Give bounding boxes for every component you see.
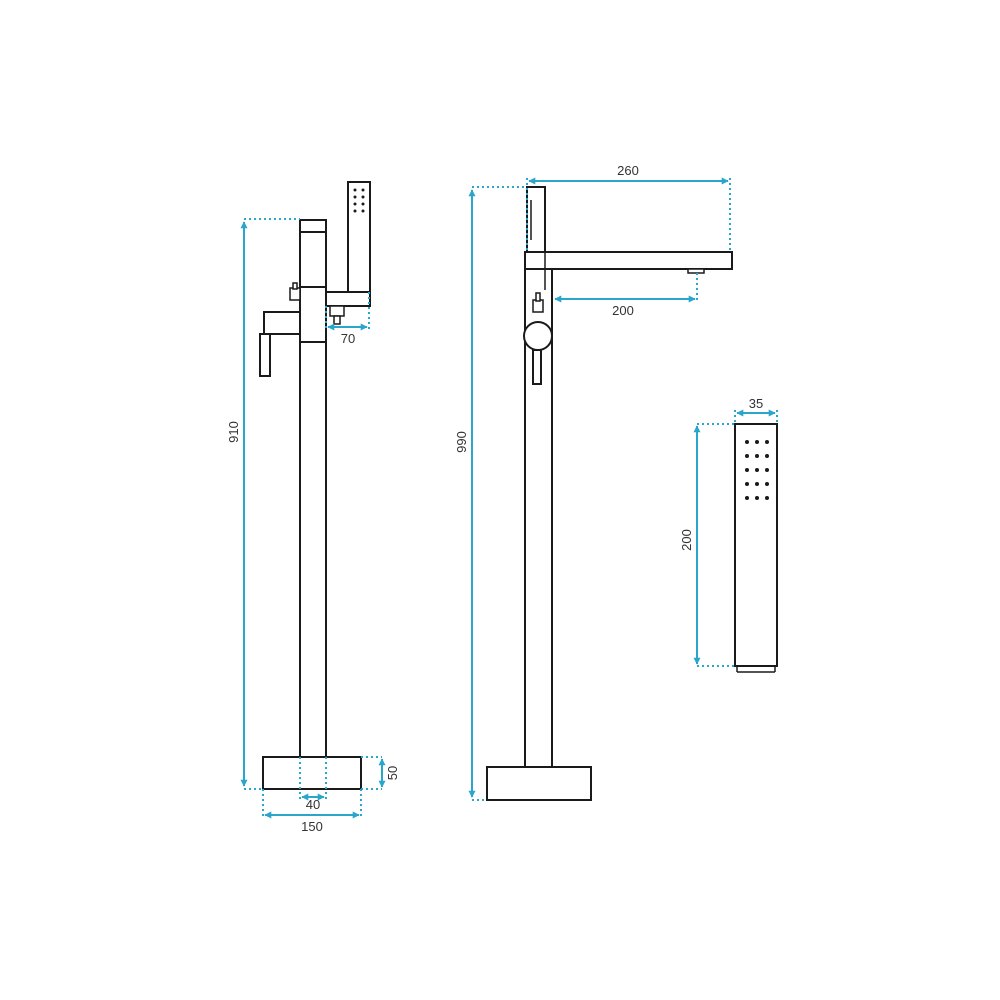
side-lever (263, 311, 301, 335)
side-base (262, 756, 362, 790)
front-mixer (523, 321, 553, 351)
front-upright (526, 186, 546, 253)
front-base (486, 766, 592, 801)
dim-label-70: 70 (341, 331, 355, 346)
side-hand-shower (347, 181, 371, 293)
front-view: 990 260 200 (454, 163, 733, 801)
detail-shower-nozzles (745, 440, 769, 500)
dim-label-40: 40 (306, 797, 320, 812)
side-valve-body (299, 286, 327, 343)
side-bracket (325, 291, 371, 307)
front-outlet (687, 268, 705, 274)
dim-label-150: 150 (301, 819, 323, 834)
side-view: 910 50 40 150 70 (226, 181, 400, 834)
dim-label-260: 260 (617, 163, 639, 178)
dim-label-35: 35 (749, 396, 763, 411)
side-shower-nozzles (353, 188, 365, 213)
front-spout (524, 251, 733, 270)
dim-label-990: 990 (454, 431, 469, 453)
dim-label-50: 50 (385, 766, 400, 780)
dim-label-910: 910 (226, 421, 241, 443)
detail-shower-body (734, 423, 778, 667)
dim-label-200-shower: 200 (679, 529, 694, 551)
front-lever (532, 349, 542, 385)
hand-shower-detail: 35 200 (679, 396, 778, 673)
dim-label-200-reach: 200 (612, 303, 634, 318)
